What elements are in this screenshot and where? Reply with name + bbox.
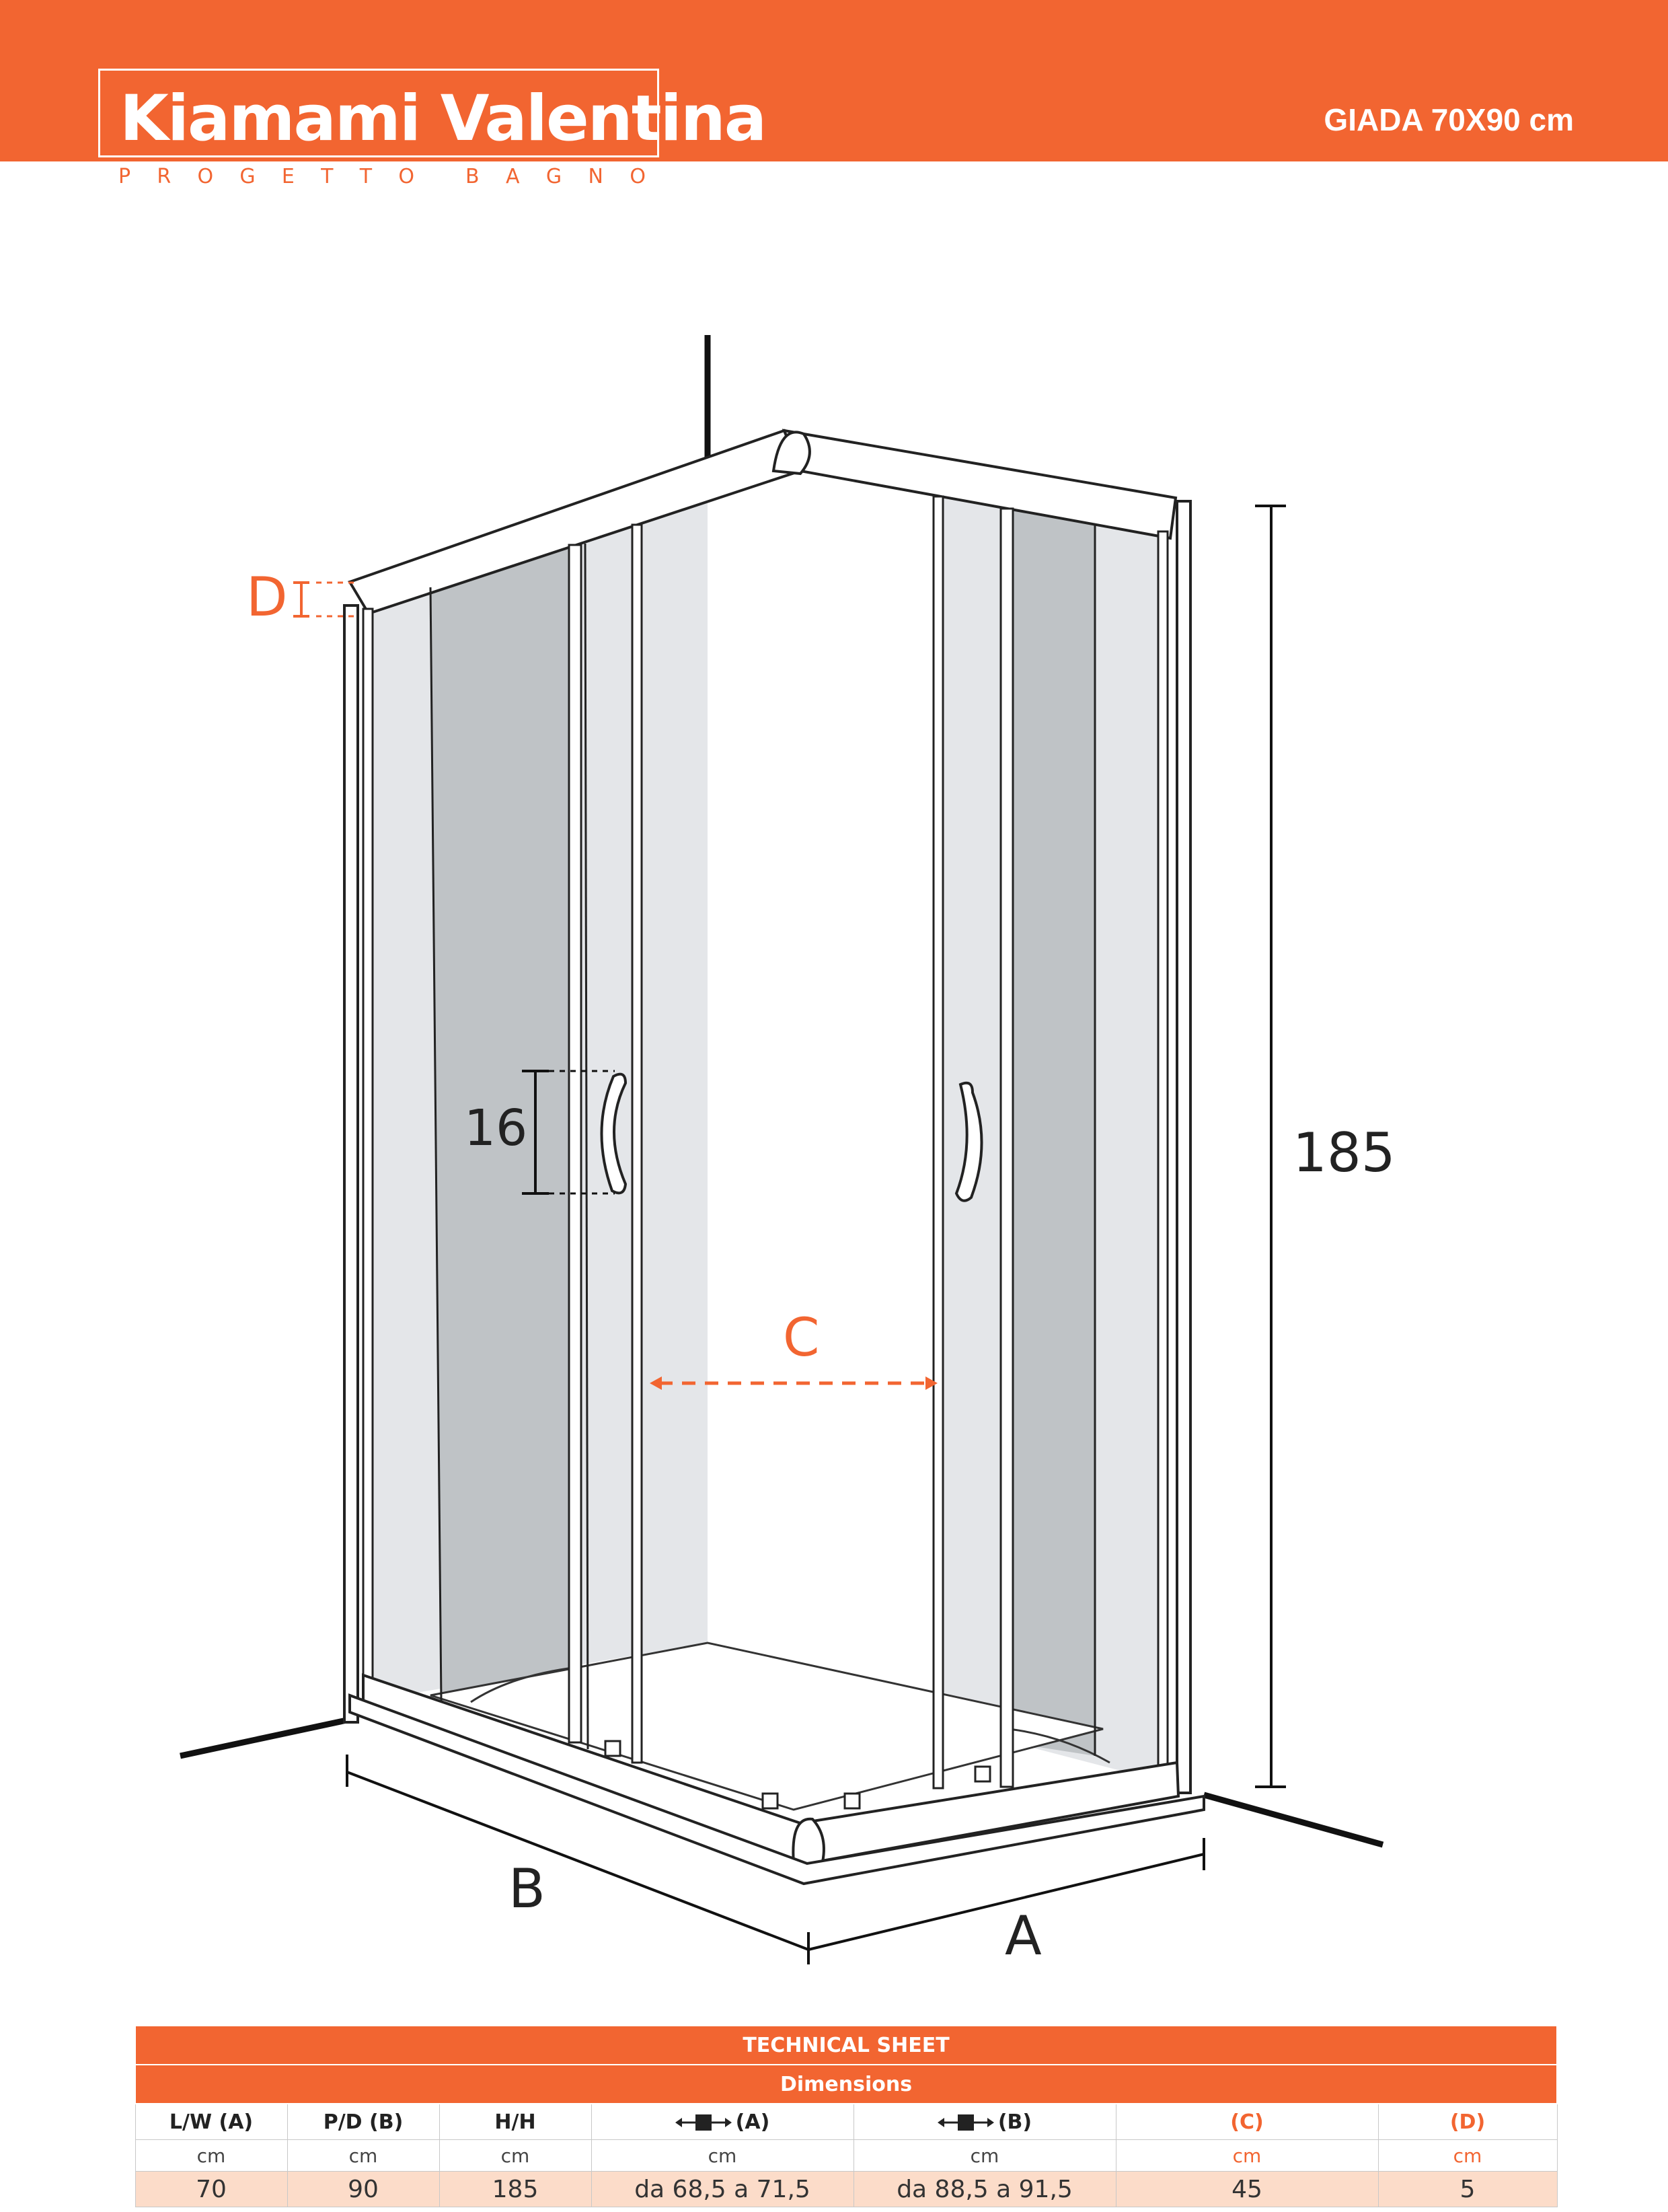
unit-cell: cm <box>853 2139 1116 2172</box>
profile-dimension-label: D <box>246 566 288 628</box>
unit-cell: cm <box>1377 2139 1558 2172</box>
unit-cell: cm <box>135 2139 288 2172</box>
opening-dimension-label: C <box>783 1308 820 1368</box>
left-door-handle <box>600 1072 628 1195</box>
right-wall-profile <box>1176 500 1192 1794</box>
left-door-edge <box>631 523 643 1764</box>
logo-frame <box>98 69 659 157</box>
value-profile: 5 <box>1377 2171 1558 2207</box>
right-fixed-panel <box>1009 510 1095 1756</box>
header-width: L/W (A) <box>135 2103 288 2140</box>
tagline-letter: B <box>465 165 480 188</box>
tagline-letter: O <box>197 165 214 188</box>
back-opening <box>708 478 818 1643</box>
unit-cell: cm <box>287 2139 440 2172</box>
tagline-letter: G <box>239 165 256 188</box>
shower-tray-base <box>348 1693 1205 1886</box>
shower-enclosure-drawing <box>180 335 1384 1964</box>
value-depth: 90 <box>287 2171 440 2207</box>
floor-line-left <box>180 1716 350 1759</box>
tagline-letter: N <box>588 165 603 188</box>
header-adjust-b: (B) <box>853 2103 1116 2140</box>
value-adjust-a: da 68,5 a 71,5 <box>591 2171 854 2207</box>
sliding-door-arrow-icon <box>937 2114 994 2131</box>
value-adjust-b: da 88,5 a 91,5 <box>853 2171 1116 2207</box>
sheet-title: TECHNICAL SHEET <box>135 2025 1558 2065</box>
left-fixed-panel <box>430 540 580 1701</box>
header-band <box>0 0 1668 161</box>
header-depth: P/D (B) <box>287 2103 440 2140</box>
tagline-letter: G <box>545 165 562 188</box>
handle-dimension-label: 16 <box>464 1099 528 1157</box>
unit-cell: cm <box>1115 2139 1379 2172</box>
value-height: 185 <box>439 2171 592 2207</box>
left-door-profile <box>568 544 582 1744</box>
header-profile: (D) <box>1377 2103 1558 2140</box>
unit-cell: cm <box>439 2139 592 2172</box>
tagline-letter: A <box>505 165 520 188</box>
tagline-letter: P <box>118 165 131 188</box>
model-title: GIADA 70X90 cm <box>1324 102 1574 137</box>
top-corner-joint <box>771 431 811 476</box>
tagline-letter: R <box>157 165 172 188</box>
depth-dimension-line <box>346 1771 809 1951</box>
width-dimension-line <box>808 1853 1205 1951</box>
right-door-handle <box>954 1081 983 1202</box>
tagline-letter: O <box>398 165 414 188</box>
right-door-profile <box>999 507 1014 1788</box>
right-door-edge <box>932 495 944 1790</box>
header-opening: (C) <box>1115 2103 1379 2140</box>
technical-sheet-table: TECHNICAL SHEET Dimensions L/W (A) P/D (… <box>135 2025 1558 2207</box>
header-height: H/H <box>439 2103 592 2140</box>
sheet-subtitle: Dimensions <box>135 2064 1558 2104</box>
header-adjust-a: (A) <box>591 2103 854 2140</box>
value-opening: 45 <box>1115 2171 1379 2207</box>
tagline-letter: E <box>281 165 295 188</box>
depth-dimension-label: B <box>508 1857 545 1920</box>
brand-logo: Kiamami Valentina <box>120 82 767 155</box>
floor-line-right <box>1203 1792 1384 1848</box>
left-wall-profile <box>343 604 359 1724</box>
tagline-letter: O <box>630 165 646 188</box>
height-dimension-label: 185 <box>1293 1121 1396 1184</box>
tagline-letter: T <box>321 165 334 188</box>
unit-cell: cm <box>591 2139 854 2172</box>
tagline-letter: T <box>359 165 373 188</box>
value-width: 70 <box>135 2171 288 2207</box>
sliding-door-arrow-icon <box>675 2114 732 2131</box>
width-dimension-label: A <box>1005 1905 1042 1967</box>
bottom-corner-joint <box>792 1817 825 1867</box>
